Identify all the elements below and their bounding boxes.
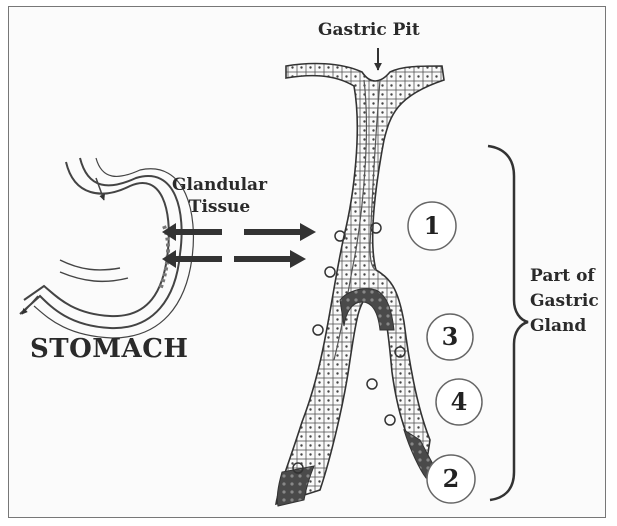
gastric-pit-label: Gastric Pit [318, 20, 420, 40]
glandular-tissue-label: Glandular Tissue [172, 174, 267, 218]
region-1-number: 1 [409, 203, 455, 249]
region-4-number: 4 [436, 379, 482, 425]
part-of-gland-label: Part of Gastric Gland [530, 264, 599, 339]
region-3-number: 3 [427, 314, 473, 360]
stomach-drawing [20, 158, 193, 338]
gland-bracket [488, 146, 528, 500]
tissue-arrows [162, 223, 316, 268]
gastric-gland [276, 64, 444, 506]
region-2-number: 2 [428, 456, 474, 502]
stomach-label: STOMACH [30, 334, 188, 364]
